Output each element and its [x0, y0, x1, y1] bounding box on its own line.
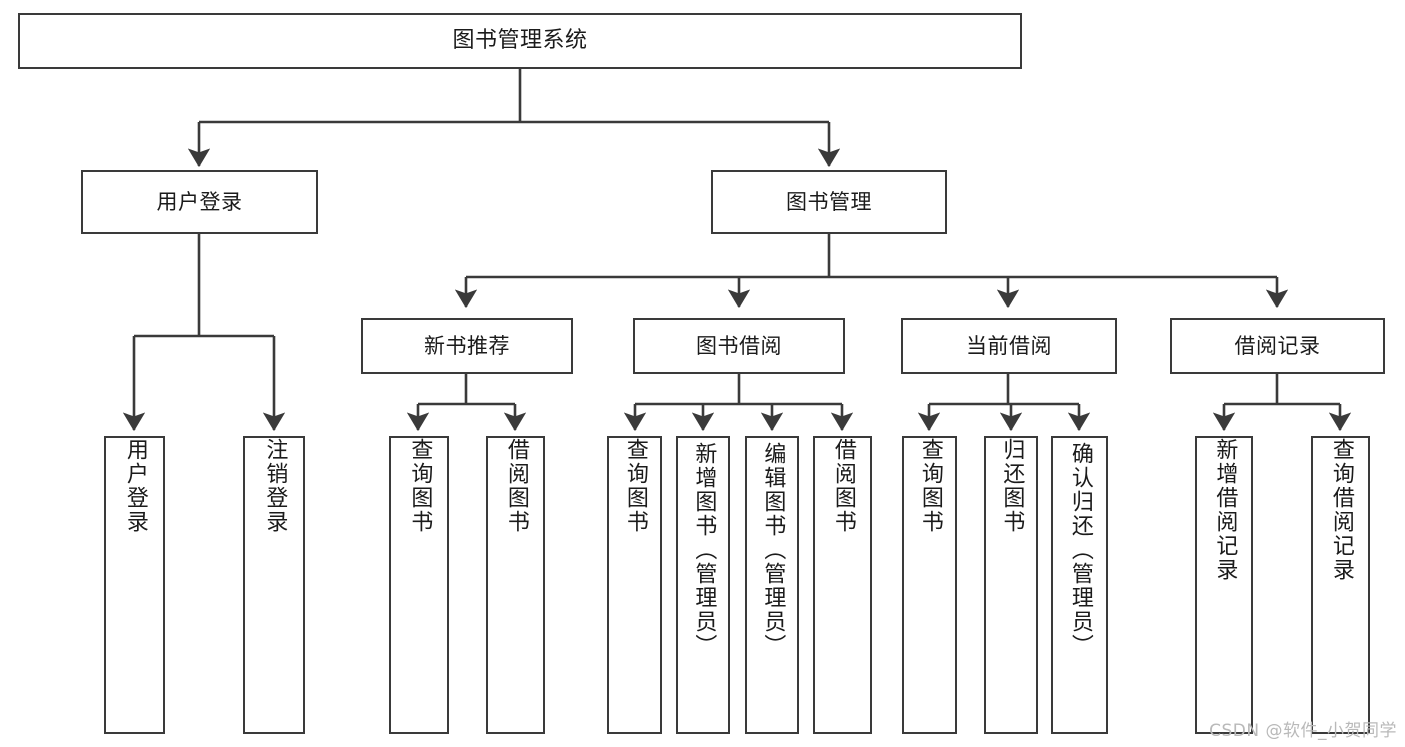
node-borrow-record[interactable]: 借阅记录	[1170, 318, 1385, 374]
node-book-borrow[interactable]: 图书借阅	[633, 318, 845, 374]
node-current-borrow[interactable]: 当前借阅	[901, 318, 1117, 374]
node-label: 图书管理	[786, 189, 872, 214]
node-label: 编辑图书（管理员）	[760, 442, 786, 658]
node-leaf-borrow-borrow-book[interactable]: 借阅图书	[813, 436, 872, 734]
node-label: 新书推荐	[424, 333, 510, 358]
node-label: 查询图书	[917, 438, 943, 534]
node-leaf-rec-add-record[interactable]: 新增借阅记录	[1195, 436, 1253, 734]
node-label: 查询图书	[622, 438, 648, 534]
node-label: 用户登录	[156, 189, 243, 214]
node-leaf-borrow-add-book[interactable]: 新增图书（管理员）	[676, 436, 730, 734]
csdn-watermark: CSDN @软件_小贺同学	[1209, 721, 1397, 741]
node-root-book-management-system[interactable]: 图书管理系统	[18, 13, 1022, 69]
node-label: 图书管理系统	[452, 28, 588, 54]
node-label: 当前借阅	[966, 333, 1052, 358]
node-label: 注销登录	[262, 438, 288, 534]
node-label: 借阅图书	[503, 438, 529, 534]
node-label: 新增图书（管理员）	[691, 442, 717, 658]
node-label: 查询借阅记录	[1328, 438, 1354, 582]
node-leaf-cur-return-book[interactable]: 归还图书	[984, 436, 1038, 734]
node-leaf-user-logout[interactable]: 注销登录	[243, 436, 305, 734]
node-leaf-rec-borrow-book[interactable]: 借阅图书	[486, 436, 545, 734]
node-leaf-cur-query-book[interactable]: 查询图书	[902, 436, 957, 734]
node-label: 借阅记录	[1234, 333, 1321, 358]
node-leaf-borrow-edit-book[interactable]: 编辑图书（管理员）	[745, 436, 799, 734]
node-leaf-cur-confirm-return[interactable]: 确认归还（管理员）	[1051, 436, 1108, 734]
node-new-book-recommend[interactable]: 新书推荐	[361, 318, 573, 374]
node-label: 图书借阅	[696, 333, 782, 358]
node-book-manage[interactable]: 图书管理	[711, 170, 947, 234]
node-label: 新增借阅记录	[1212, 438, 1238, 582]
node-label: 归还图书	[999, 438, 1025, 534]
node-leaf-rec-query-record[interactable]: 查询借阅记录	[1311, 436, 1370, 734]
node-leaf-rec-query-book[interactable]: 查询图书	[389, 436, 449, 734]
node-leaf-user-login[interactable]: 用户登录	[104, 436, 165, 734]
node-user-login[interactable]: 用户登录	[81, 170, 318, 234]
node-label: 用户登录	[122, 438, 148, 534]
node-leaf-borrow-query-book[interactable]: 查询图书	[607, 436, 662, 734]
node-label: 查询图书	[407, 438, 433, 534]
node-label: 确认归还（管理员）	[1067, 442, 1093, 658]
node-label: 借阅图书	[830, 438, 856, 534]
